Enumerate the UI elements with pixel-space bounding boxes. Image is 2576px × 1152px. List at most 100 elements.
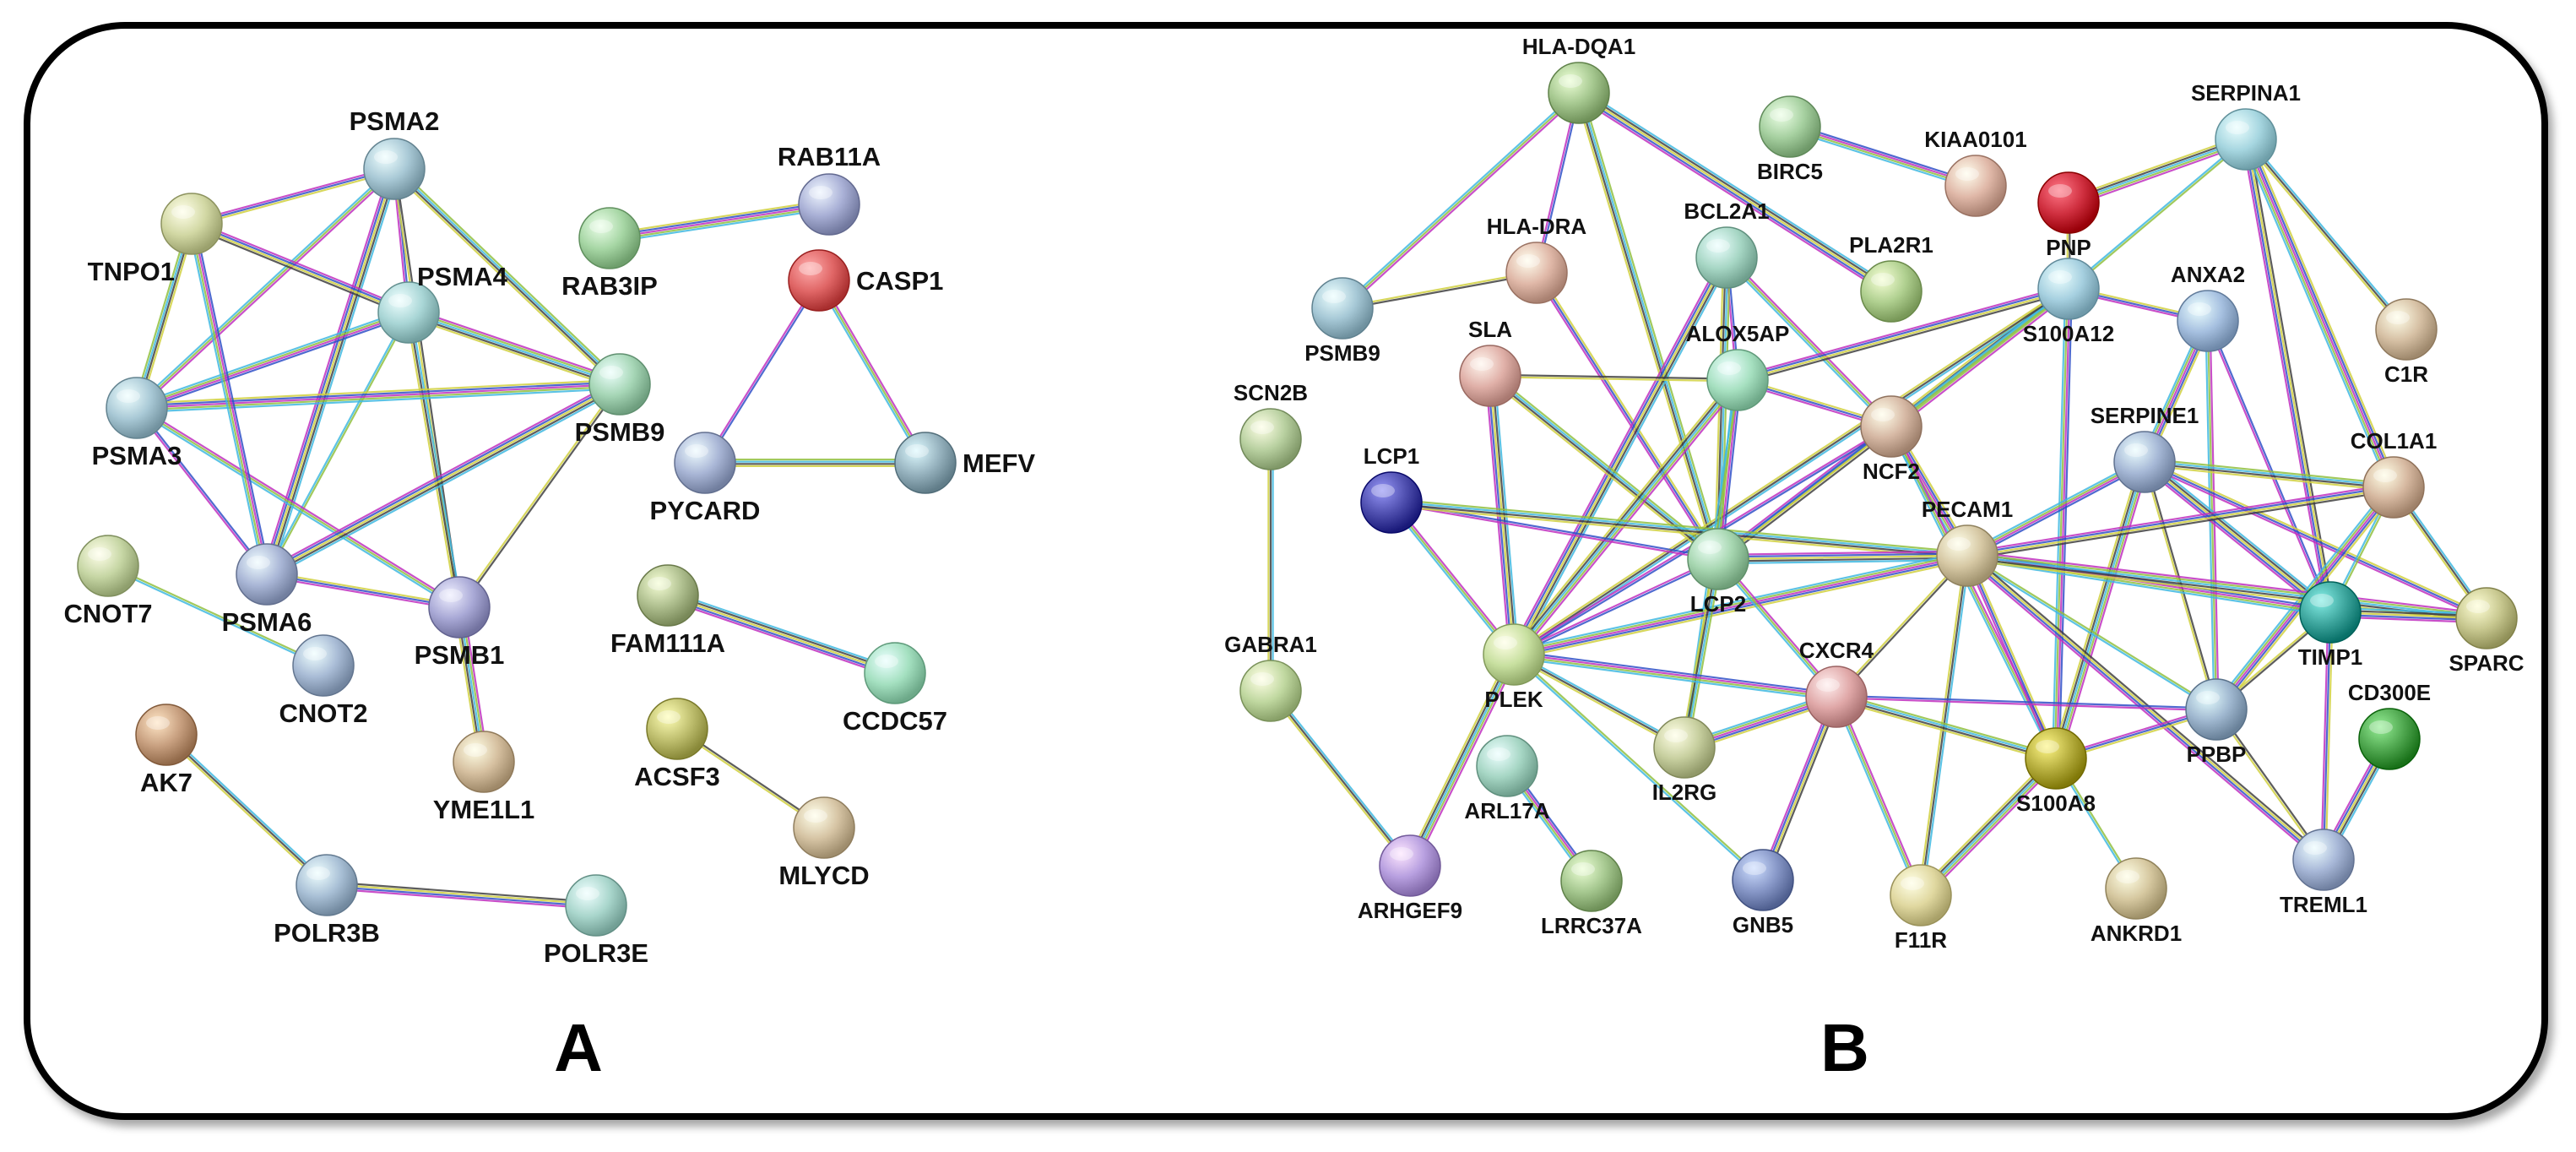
a-node-rab11a[interactable]: RAB11A [778, 142, 881, 236]
b-node-circle[interactable] [1695, 226, 1758, 289]
b-node-circle[interactable] [1732, 849, 1794, 911]
b-node-circle[interactable] [2025, 727, 2087, 790]
b-node-arl17a[interactable]: ARL17A [1464, 735, 1550, 823]
b-node-serpine1[interactable]: SERPINE1 [2091, 403, 2199, 493]
b-node-birc5[interactable]: BIRC5 [1757, 95, 1823, 184]
a-node-ccdc57[interactable]: CCDC57 [843, 642, 947, 736]
a-node-circle[interactable] [236, 543, 298, 606]
a-node-circle[interactable] [646, 698, 708, 760]
b-node-circle[interactable] [2362, 456, 2425, 519]
b-node-circle[interactable] [2292, 829, 2355, 891]
b-node-sla[interactable]: SLA [1459, 317, 1521, 407]
b-node-lcp1[interactable]: LCP1 [1360, 443, 1423, 534]
a-node-circle[interactable] [296, 854, 358, 916]
a-node-yme1l1[interactable]: YME1L1 [433, 731, 535, 824]
a-node-circle[interactable] [864, 642, 926, 704]
b-node-circle[interactable] [2215, 108, 2277, 171]
a-node-psmb9[interactable]: PSMB9 [575, 353, 665, 447]
a-node-rab3ip[interactable]: RAB3IP [561, 207, 658, 301]
a-node-circle[interactable] [674, 432, 736, 494]
b-node-circle[interactable] [1311, 277, 1374, 340]
b-node-circle[interactable] [2299, 581, 2362, 644]
a-node-circle[interactable] [363, 138, 426, 200]
b-node-circle[interactable] [2455, 587, 2518, 649]
a-node-acsf3[interactable]: ACSF3 [634, 698, 720, 791]
a-node-circle[interactable] [788, 249, 850, 312]
a-node-psmb1[interactable]: PSMB1 [415, 576, 505, 670]
a-node-mlycd[interactable]: MLYCD [778, 796, 870, 890]
b-node-lcp2[interactable]: LCP2 [1687, 528, 1749, 617]
a-node-circle[interactable] [292, 634, 355, 697]
a-node-cnot7[interactable]: CNOT7 [63, 535, 153, 628]
b-node-treml1[interactable]: TREML1 [2280, 829, 2367, 917]
b-node-f11r[interactable]: F11R [1890, 864, 1952, 953]
b-node-circle[interactable] [1459, 345, 1521, 407]
b-node-circle[interactable] [1548, 62, 1610, 124]
b-node-circle[interactable] [1379, 834, 1441, 897]
b-node-circle[interactable] [1653, 716, 1716, 779]
b-node-arhgef9[interactable]: ARHGEF9 [1358, 834, 1462, 923]
a-node-circle[interactable] [588, 353, 651, 416]
a-node-circle[interactable] [453, 731, 515, 793]
b-node-scn2b[interactable]: SCN2B [1234, 380, 1308, 470]
b-node-s100a8[interactable]: S100A8 [2016, 727, 2096, 816]
a-node-casp1[interactable]: CASP1 [788, 249, 943, 312]
b-node-circle[interactable] [2113, 431, 2176, 493]
b-node-il2rg[interactable]: IL2RG [1652, 716, 1717, 805]
b-node-ncf2[interactable]: NCF2 [1860, 395, 1923, 484]
b-node-circle[interactable] [1805, 666, 1868, 728]
a-node-polr3e[interactable]: POLR3E [544, 874, 648, 968]
a-node-circle[interactable] [578, 207, 641, 269]
a-node-cnot2[interactable]: CNOT2 [279, 634, 368, 728]
a-node-circle[interactable] [160, 193, 223, 255]
a-node-mefv[interactable]: MEFV [894, 432, 1035, 494]
b-node-circle[interactable] [1476, 735, 1538, 797]
b-node-circle[interactable] [2105, 857, 2167, 920]
a-node-circle[interactable] [637, 564, 699, 627]
a-node-psma6[interactable]: PSMA6 [222, 543, 312, 637]
b-node-ppbp[interactable]: PPBP [2185, 678, 2248, 767]
b-node-col1a1[interactable]: COL1A1 [2351, 428, 2438, 519]
a-node-circle[interactable] [77, 535, 139, 597]
a-node-polr3b[interactable]: POLR3B [274, 854, 380, 948]
b-node-lrrc37a[interactable]: LRRC37A [1541, 850, 1642, 938]
b-node-plek[interactable]: PLEK [1483, 623, 1545, 712]
b-node-circle[interactable] [1759, 95, 1821, 158]
b-node-circle[interactable] [1860, 395, 1923, 458]
b-node-gnb5[interactable]: GNB5 [1732, 849, 1794, 937]
b-node-circle[interactable] [1239, 660, 1302, 722]
a-node-circle[interactable] [428, 576, 491, 638]
a-node-circle[interactable] [377, 281, 440, 344]
b-node-anxa2[interactable]: ANXA2 [2171, 262, 2245, 352]
b-node-circle[interactable] [1560, 850, 1623, 912]
b-node-pla2r1[interactable]: PLA2R1 [1849, 232, 1933, 323]
b-node-circle[interactable] [2037, 258, 2100, 320]
b-node-circle[interactable] [1706, 349, 1769, 411]
b-node-circle[interactable] [1360, 471, 1423, 534]
a-node-psma3[interactable]: PSMA3 [92, 377, 182, 470]
b-node-cxcr4[interactable]: CXCR4 [1799, 638, 1874, 728]
b-node-c1r[interactable]: C1R [2375, 298, 2438, 387]
b-node-circle[interactable] [1687, 528, 1749, 590]
b-node-hla-dqa1[interactable]: HLA-DQA1 [1522, 34, 1635, 124]
a-node-circle[interactable] [106, 377, 168, 439]
b-node-circle[interactable] [1890, 864, 1952, 926]
b-node-pnp[interactable]: PNP [2037, 171, 2100, 260]
a-node-ak7[interactable]: AK7 [135, 704, 198, 797]
b-node-circle[interactable] [1483, 623, 1545, 686]
a-node-circle[interactable] [135, 704, 198, 766]
a-node-circle[interactable] [894, 432, 957, 494]
b-node-hla-dra[interactable]: HLA-DRA [1487, 214, 1587, 304]
a-node-circle[interactable] [793, 796, 855, 859]
b-node-kiaa0101[interactable]: KIAA0101 [1924, 127, 2027, 217]
b-node-circle[interactable] [1239, 408, 1302, 470]
b-node-timp1[interactable]: TIMP1 [2298, 581, 2363, 670]
b-node-circle[interactable] [1936, 524, 1998, 587]
b-node-circle[interactable] [1860, 260, 1923, 323]
a-node-circle[interactable] [565, 874, 627, 937]
b-node-alox5ap[interactable]: ALOX5AP [1686, 321, 1790, 411]
b-node-sparc[interactable]: SPARC [2449, 587, 2524, 676]
b-node-circle[interactable] [2177, 290, 2239, 352]
b-node-pecam1[interactable]: PECAM1 [1922, 497, 2013, 587]
a-node-fam111a[interactable]: FAM111A [610, 564, 725, 658]
